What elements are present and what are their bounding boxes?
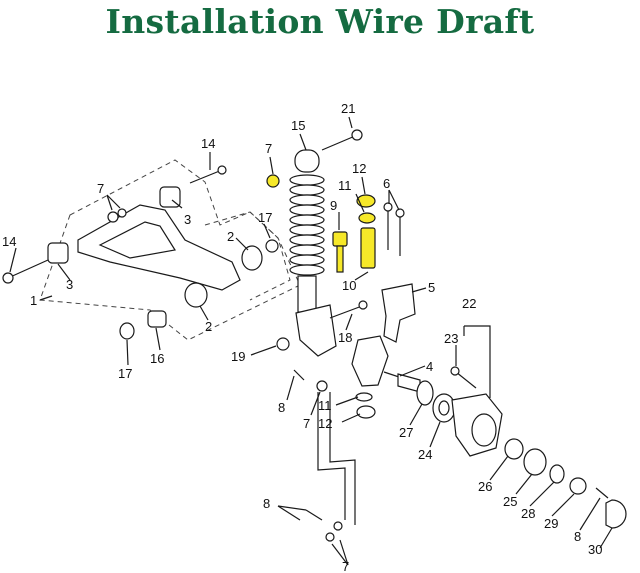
a-arm-inner-bar (98, 221, 176, 259)
callout-17: 17 (258, 210, 272, 225)
bolt-14-top-head (217, 165, 227, 175)
callout-27: 27 (399, 425, 413, 440)
dust-cap-30 (605, 499, 627, 529)
spacer-26 (504, 438, 524, 460)
cotter-pin-8-bottom (305, 509, 323, 521)
nut-7-lower (316, 380, 328, 392)
washer-11-lower (355, 392, 373, 402)
bolt-6-b-head (395, 208, 405, 218)
callout-7: 7 (97, 181, 104, 196)
lead-lines (9, 116, 613, 566)
callout-16: 16 (150, 351, 164, 366)
cable-line-2 (329, 392, 356, 525)
callout-17: 17 (118, 366, 132, 381)
bracket-5 (381, 283, 416, 343)
shock-top-eye (294, 149, 320, 173)
bolt-18 (329, 305, 363, 319)
nut-7-arm-2 (117, 208, 127, 218)
callout-21: 21 (341, 101, 355, 116)
cotter-pin-8-upper (293, 369, 305, 381)
callout-18: 18 (338, 330, 352, 345)
bolt-18-head (358, 300, 368, 310)
bushing-2-lower (184, 282, 208, 308)
steering-knuckle-4 (351, 335, 389, 387)
callout-1: 1 (30, 293, 37, 308)
callout-12: 12 (318, 416, 332, 431)
callout-2: 2 (205, 319, 212, 334)
nut-7-top (266, 174, 280, 188)
callout-7: 7 (303, 416, 310, 431)
washer-28 (549, 464, 565, 484)
bolt-14-left-head (2, 272, 14, 284)
callout-6: 6 (383, 176, 390, 191)
bolt-21-head (351, 129, 363, 141)
washer-27 (416, 380, 434, 406)
bolt-23-head (450, 366, 460, 376)
cap-12-top (356, 194, 376, 208)
bolt-6-a-head (383, 202, 393, 212)
page-title: Installation Wire Draft (105, 2, 535, 41)
nut-7-bottom-a (333, 521, 343, 531)
callout-14: 14 (2, 234, 16, 249)
nut-19 (276, 337, 290, 351)
callout-7: 7 (265, 141, 272, 156)
callout-5: 5 (428, 280, 435, 295)
bolt-9-head (332, 231, 348, 247)
washer-11-top (358, 212, 376, 224)
callout-12: 12 (352, 161, 366, 176)
bushing-16 (147, 310, 167, 328)
callout-4: 4 (426, 359, 433, 374)
shock-body (297, 275, 317, 313)
callout-7: 7 (342, 559, 349, 573)
callout-28: 28 (521, 506, 535, 521)
bushing-2-upper (241, 245, 263, 271)
callout-11: 11 (318, 398, 332, 413)
callout-3: 3 (184, 212, 191, 227)
callout-22: 22 (462, 296, 476, 311)
callout-8: 8 (574, 529, 581, 544)
lower-arm-assembly-box (204, 211, 291, 301)
cotter-pin-8-hub (595, 487, 609, 499)
callout-23: 23 (444, 331, 458, 346)
callout-24: 24 (418, 447, 432, 462)
bearing-24-inner (438, 400, 450, 416)
nut-7-bottom-b (325, 532, 335, 542)
bolt-21 (321, 135, 356, 151)
tie-rod-line (317, 392, 346, 520)
callout-2: 2 (227, 229, 234, 244)
callout-8: 8 (263, 496, 270, 511)
callout-11: 11 (338, 178, 352, 193)
nut-7-arm (107, 211, 119, 223)
bolt-9-shaft (336, 245, 344, 273)
callout-8: 8 (278, 400, 285, 415)
callout-14: 14 (201, 136, 215, 151)
bearing-25 (523, 448, 547, 476)
cap-12-lower (356, 405, 376, 419)
bolt-23 (455, 371, 477, 389)
bolt-14-left (7, 259, 49, 279)
washer-17-left (119, 322, 135, 340)
hub-bore (471, 413, 497, 447)
callout-30: 30 (588, 542, 602, 557)
callout-29: 29 (544, 516, 558, 531)
bushing-3-left (47, 242, 69, 264)
spacer-10 (360, 227, 376, 269)
callout-10: 10 (342, 278, 356, 293)
mount-bracket-18 (295, 304, 337, 357)
shock-spring (289, 174, 325, 276)
callout-3: 3 (66, 277, 73, 292)
spindle-end (397, 373, 421, 393)
washer-17-right (265, 239, 279, 253)
callout-15: 15 (291, 118, 305, 133)
callout-9: 9 (330, 198, 337, 213)
suspension-exploded-diagram: 21 15 14 7 12 7 11 6 3 9 17 2 14 3 10 5 … (2, 101, 627, 573)
callout-19: 19 (231, 349, 245, 364)
callout-25: 25 (503, 494, 517, 509)
bolt-14-top (189, 169, 223, 184)
callout-labels: 21 15 14 7 12 7 11 6 3 9 17 2 14 3 10 5 … (2, 101, 602, 573)
nut-29 (569, 477, 587, 495)
callout-26: 26 (478, 479, 492, 494)
